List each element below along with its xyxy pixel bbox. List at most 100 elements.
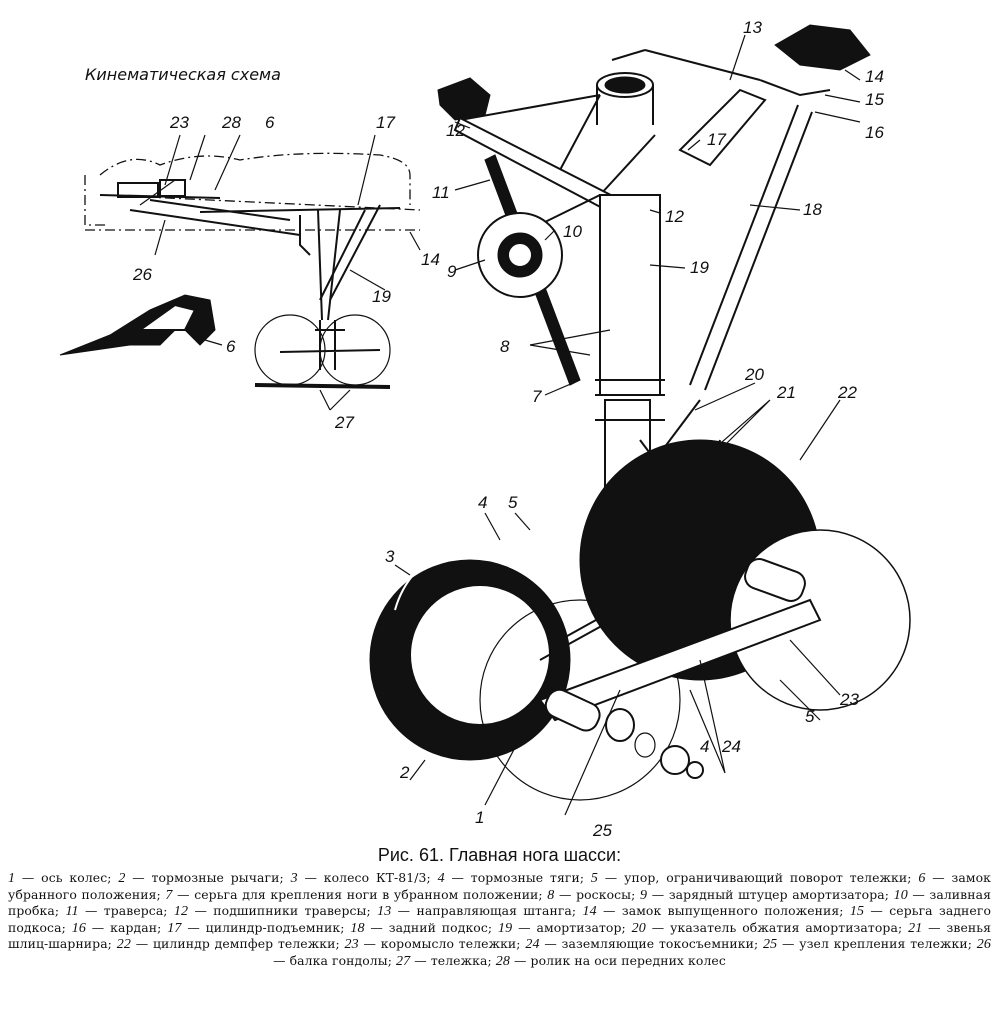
part-label: 23	[839, 690, 859, 709]
scheme-label: 19	[372, 287, 391, 306]
part-label: 7	[532, 387, 542, 406]
scheme-label: 27	[334, 413, 354, 432]
legend-text: — ролик на оси передних колес	[509, 952, 726, 968]
legend-text: — роскосы;	[554, 886, 641, 902]
legend-number: 28	[495, 953, 510, 969]
legend-number: 22	[116, 937, 131, 953]
figure-caption: Рис. 61. Главная нога шасси: 1 — ось кол…	[8, 845, 991, 970]
part-label: 5	[508, 493, 518, 512]
legend-item: 3 — колесо КТ-81/3;	[290, 870, 438, 886]
legend-text: — замок убранного положения;	[8, 870, 991, 902]
legend-item: 16 — кардан;	[71, 919, 168, 936]
strut-top-opening	[604, 76, 646, 94]
legend-text: — цилиндр-подъемник;	[181, 919, 351, 935]
main-leader-lines	[394, 34, 861, 816]
legend-item: 28 — ролик на оси передних колес	[495, 952, 726, 969]
part-label: 22	[837, 383, 857, 402]
legend-number: 9	[640, 887, 648, 903]
legend-number: 19	[498, 920, 513, 936]
axle-nut	[605, 708, 635, 742]
legend-number: 8	[547, 887, 555, 903]
legend-number: 1	[8, 871, 16, 886]
guide-rod	[611, 49, 761, 81]
legend-text: — зарядный штуцер амортизатора;	[647, 886, 894, 902]
uplock-leader	[204, 339, 223, 346]
nacelle-outline	[84, 152, 411, 226]
legend-text: — указатель обжатия амортизатора;	[645, 919, 909, 935]
scheme-brace	[319, 204, 381, 301]
rear-axle	[744, 558, 806, 602]
legend-item: 24 — заземляющие токосъемники;	[525, 936, 764, 953]
legend-text: — коромысло тележки;	[358, 936, 526, 952]
rear-brace	[689, 104, 813, 391]
legend-item: 8 — роскосы;	[547, 886, 641, 903]
front-wheel-outline	[479, 599, 681, 801]
legend-text: — замок выпущенного положения;	[596, 903, 850, 919]
part-label: 9	[447, 262, 457, 281]
part-label: 5	[805, 707, 815, 726]
legend-number: 6	[918, 871, 926, 886]
legend-text: — серьга заднего подкоса;	[8, 903, 991, 935]
legend-item: 2 — тормозные рычаги;	[118, 870, 290, 886]
scheme-label: 26	[132, 265, 152, 284]
detail-arrow	[544, 194, 601, 223]
legend-number: 16	[71, 920, 86, 936]
legend-item: 19 — амортизатор;	[498, 920, 632, 936]
ground-line	[254, 383, 391, 389]
part-label: 17	[707, 130, 726, 149]
lift-cylinder-link	[759, 79, 831, 97]
legend-text: — траверса;	[78, 903, 174, 919]
legend-number: 13	[377, 904, 392, 920]
right-fitting	[774, 24, 871, 71]
legend-number: 5	[590, 871, 599, 886]
legend-number: 7	[165, 887, 173, 903]
legend-item: 14 — замок выпущенного положения;	[583, 903, 850, 919]
legend-number: 2	[118, 871, 126, 886]
legend-number: 27	[396, 953, 411, 969]
legend-number: 24	[525, 937, 540, 953]
part-label: 10	[563, 222, 582, 241]
scheme-title: Кинематическая схема	[85, 65, 281, 84]
legend-item: 13 — направляющая штанга;	[377, 903, 583, 920]
legend-number: 21	[908, 920, 923, 936]
part-label: 14	[865, 67, 884, 86]
legend-number: 23	[344, 937, 359, 953]
part-label: 18	[803, 200, 822, 219]
scheme-bogie-beam	[279, 320, 381, 370]
part-label: 25	[592, 821, 612, 840]
legend-text: — направляющая штанга;	[391, 903, 583, 919]
legend-text: — тележка;	[410, 952, 496, 968]
part-label: 20	[744, 365, 764, 384]
legend-item: 22 — цилиндр демпфер тележки;	[116, 936, 345, 953]
legend-item: 6 — замок убранного положения;	[8, 870, 991, 902]
legend-number: 3	[290, 871, 298, 886]
caption-legend: 1 — ось колес; 2 — тормозные рычаги; 3 —…	[8, 870, 991, 970]
legend-item: 18 — задний подкос;	[350, 920, 498, 936]
lift-cylinder	[678, 88, 767, 167]
scheme-lift-cylinder	[199, 207, 401, 213]
legend-item: 12 — подшипники траверсы;	[174, 903, 378, 919]
part-label: 8	[500, 337, 510, 356]
legend-number: 11	[65, 904, 79, 920]
legend-item: 15 — серьга заднего подкоса;	[8, 903, 991, 935]
nacelle-beam-line	[85, 194, 421, 231]
legend-text: — подшипники траверсы;	[188, 903, 378, 919]
axle-washer	[634, 732, 656, 758]
part-label: 12	[665, 207, 684, 226]
legend-number: 20	[631, 920, 646, 936]
part-label: 2	[399, 763, 410, 782]
part-label: 19	[690, 258, 709, 277]
legend-number: 26	[976, 937, 991, 953]
legend-text: — ось колес;	[15, 870, 119, 885]
legend-number: 15	[849, 904, 865, 920]
scheme-strut	[299, 209, 341, 321]
scheme-label: 23	[169, 113, 189, 132]
axle-cap	[660, 745, 690, 775]
part-label: 24	[721, 737, 741, 756]
legend-text: — колесо КТ-81/3;	[297, 870, 438, 885]
legend-item: 25 — узел крепления тележки;	[763, 936, 977, 952]
kinematic-scheme: Кинематическая схема 23 28 6 17 26 14 19…	[59, 65, 440, 432]
legend-text: — заземляющие токосъемники;	[539, 936, 764, 952]
legend-text: — серьга для крепления ноги в убранном п…	[172, 886, 548, 902]
legend-text: — кардан;	[85, 919, 168, 935]
